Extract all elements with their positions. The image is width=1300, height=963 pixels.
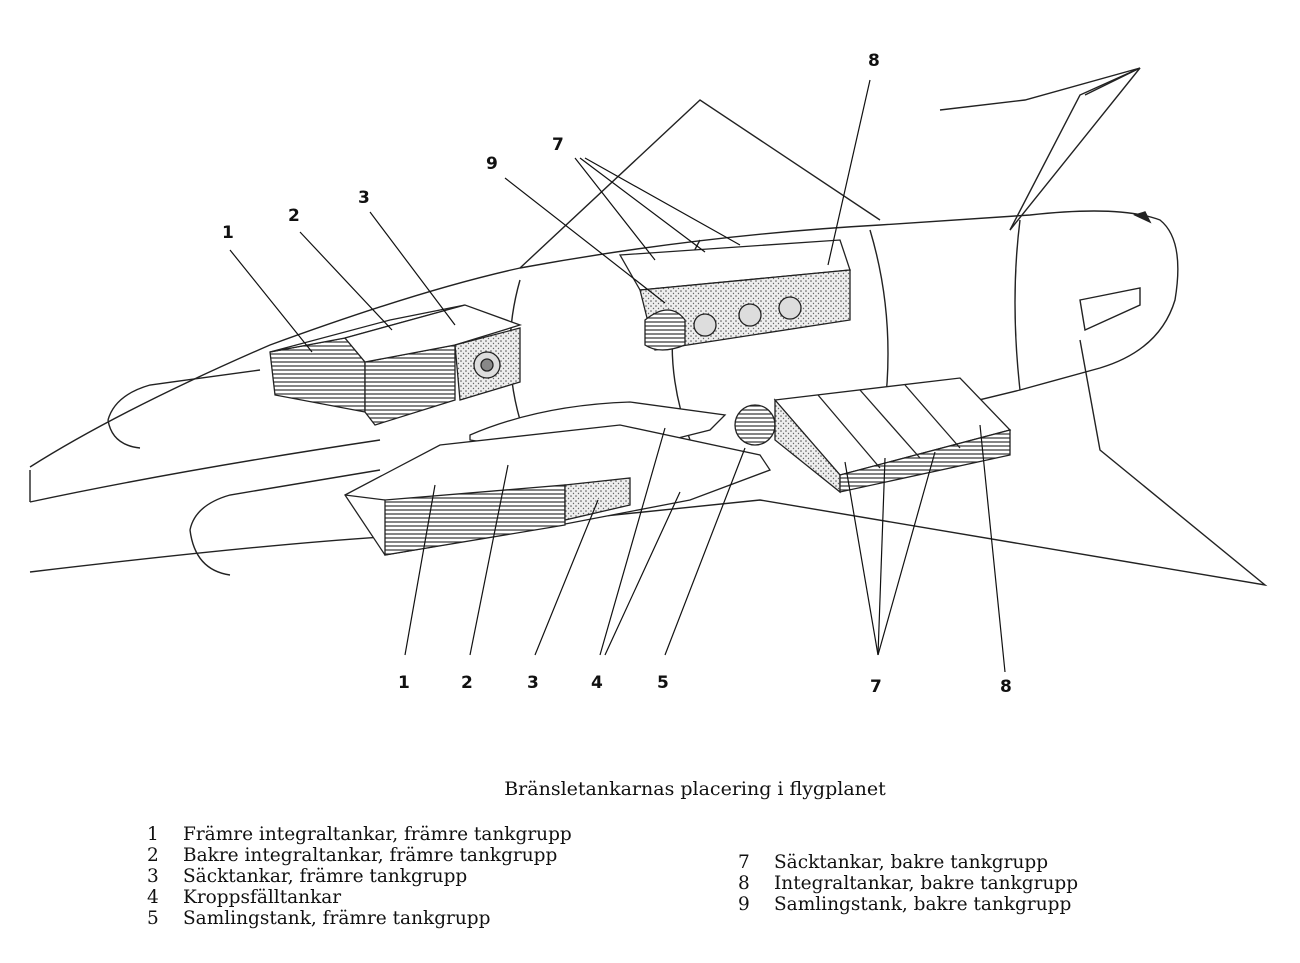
rear-integral-tank bbox=[343, 304, 523, 426]
legend-item: 7 Säcktankar, bakre tankgrupp bbox=[738, 852, 1078, 873]
legend-text: Bakre integraltankar, främre tankgrupp bbox=[183, 845, 558, 866]
legend-number: 9 bbox=[738, 894, 750, 915]
callout-bottom-2: 2 bbox=[461, 673, 473, 693]
legend-number: 2 bbox=[147, 845, 159, 866]
legend-left: 1 Främre integraltankar, främre tankgrupp… bbox=[147, 824, 572, 929]
callout-bottom-1: 1 bbox=[398, 673, 410, 693]
callout-top-2: 2 bbox=[288, 206, 300, 226]
legend-text: Säcktankar, bakre tankgrupp bbox=[774, 852, 1049, 873]
callout-top-1: 1 bbox=[222, 223, 234, 243]
callout-top-3: 3 bbox=[358, 188, 370, 208]
callout-top-8: 8 bbox=[868, 51, 880, 71]
legend-item: 3 Säcktankar, främre tankgrupp bbox=[147, 866, 572, 887]
legend-text: Kroppsfälltankar bbox=[183, 887, 342, 908]
callout-top-9: 9 bbox=[486, 154, 498, 174]
legend-number: 7 bbox=[738, 852, 750, 873]
callout-bottom-3: 3 bbox=[527, 673, 539, 693]
callout-bottom-8: 8 bbox=[1000, 677, 1012, 697]
leader-lines bbox=[229, 79, 1006, 673]
front-integral-tank bbox=[269, 304, 466, 413]
legend-text: Samlingstank, främre tankgrupp bbox=[183, 908, 491, 929]
fuselage-drop-tanks bbox=[344, 401, 776, 556]
legend-text: Integraltankar, bakre tankgrupp bbox=[774, 873, 1079, 894]
aircraft-outline bbox=[29, 67, 1268, 587]
callout-bottom-5: 5 bbox=[657, 673, 669, 693]
front-bladder-tank bbox=[454, 327, 521, 401]
legend-text: Samlingstank, bakre tankgrupp bbox=[774, 894, 1072, 915]
callout-bottom-7: 7 bbox=[870, 677, 882, 697]
legend-item: 4 Kroppsfälltankar bbox=[147, 887, 572, 908]
figure-caption: Bränsletankarnas placering i flygplanet bbox=[504, 778, 886, 800]
legend-number: 1 bbox=[147, 824, 159, 845]
legend-number: 3 bbox=[147, 866, 159, 887]
legend-number: 5 bbox=[147, 908, 159, 929]
legend-number: 8 bbox=[738, 873, 750, 894]
legend-item: 5 Samlingstank, främre tankgrupp bbox=[147, 908, 572, 929]
legend-item: 9 Samlingstank, bakre tankgrupp bbox=[738, 894, 1078, 915]
callout-top-7: 7 bbox=[552, 135, 564, 155]
legend-text: Främre integraltankar, främre tankgrupp bbox=[183, 824, 572, 845]
legend-right: 7 Säcktankar, bakre tankgrupp 8 Integralta… bbox=[738, 852, 1078, 915]
legend-text: Säcktankar, främre tankgrupp bbox=[183, 866, 468, 887]
legend-item: 2 Bakre integraltankar, främre tankgrupp bbox=[147, 845, 572, 866]
rear-tanks-lower bbox=[773, 377, 1012, 494]
legend-item: 8 Integraltankar, bakre tankgrupp bbox=[738, 873, 1078, 894]
callout-bottom-4: 4 bbox=[591, 673, 603, 693]
rear-bladder-tanks-upper bbox=[618, 239, 851, 351]
legend-item: 1 Främre integraltankar, främre tankgrupp bbox=[147, 824, 572, 845]
legend-number: 4 bbox=[147, 887, 159, 908]
